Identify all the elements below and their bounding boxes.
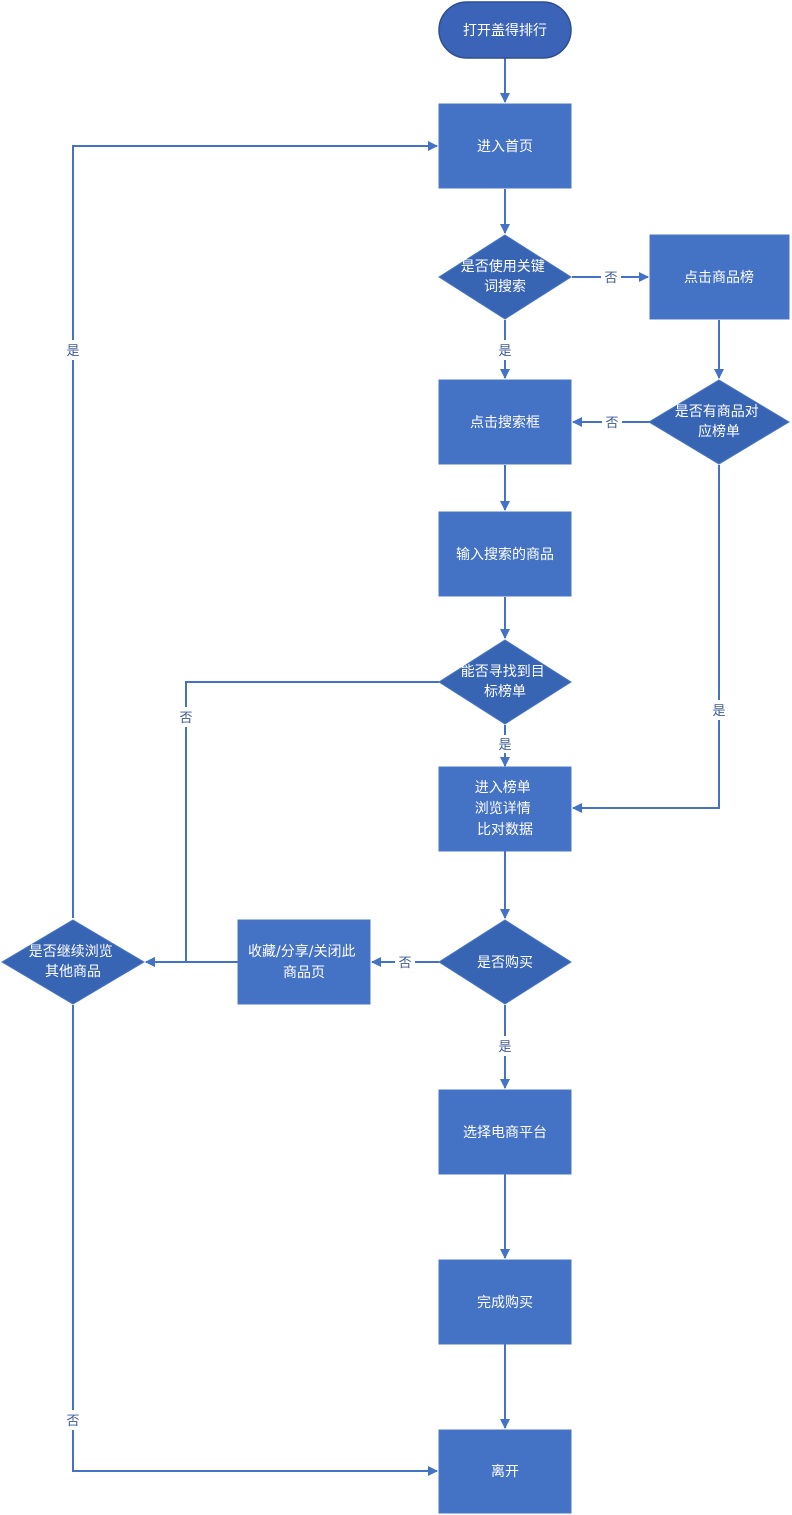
- svg-text:收藏/分享/关闭此 商品页: 收藏/分享/关闭此 商品页: [248, 943, 360, 981]
- svg-text:能否寻找到目 标榜单: 能否寻找到目 标榜单: [461, 664, 549, 700]
- node-input-search: [438, 511, 572, 597]
- node-buy-decision: [438, 919, 572, 1005]
- node-click-search-box-label: 点击搜索框: [470, 414, 540, 431]
- svg-text:是否购买: 是否购买: [477, 955, 533, 971]
- node-complete-purchase: [438, 1259, 572, 1345]
- node-complete-purchase-label: 完成购买: [477, 1295, 533, 1311]
- label-buy-yes: 是: [498, 1040, 511, 1055]
- edge-haslist-yes-to-enterlist: [572, 465, 720, 813]
- node-use-keyword: [438, 234, 572, 320]
- connectors: [72, 58, 724, 1476]
- node-enter-home: [438, 103, 572, 189]
- edge-continue-yes-to-home: [72, 141, 438, 918]
- edge-labels: 否 是 否 是 否 是 否 是 是 否: [63, 267, 729, 1430]
- node-collect-share-close-line2: 商品页: [283, 965, 325, 981]
- svg-text:点击搜索框: 点击搜索框: [470, 414, 540, 431]
- node-click-product-rank: [649, 234, 790, 320]
- node-click-product-rank-label: 点击商品榜: [684, 269, 754, 286]
- label-keyword-no: 否: [604, 271, 617, 286]
- node-continue-browse-line1: 是否继续浏览: [29, 943, 113, 960]
- node-choose-platform-label: 选择电商平台: [463, 1125, 547, 1141]
- node-find-target-list-line2: 标榜单: [484, 683, 526, 700]
- svg-text:离开: 离开: [491, 1463, 519, 1480]
- node-find-target-list: [438, 639, 572, 725]
- node-use-keyword-line2: 词搜索: [484, 278, 526, 295]
- node-open-app-label: 打开盖得排行: [463, 22, 547, 39]
- svg-text:输入搜索的商品: 输入搜索的商品: [456, 546, 554, 563]
- node-has-product-list-line1: 是否有商品对: [675, 404, 759, 420]
- node-enter-list-line2: 浏览详情: [475, 801, 531, 817]
- node-leave: [438, 1429, 572, 1514]
- node-enter-list-line1: 进入榜单: [475, 779, 531, 796]
- label-find-no: 否: [179, 711, 192, 726]
- node-collect-share-close-line1: 收藏/分享/关闭此: [248, 943, 355, 960]
- node-leave-label: 离开: [491, 1463, 519, 1480]
- node-has-product-list: [648, 379, 790, 465]
- edge-continue-no-to-leave: [72, 1005, 438, 1476]
- node-click-search-box: [438, 379, 572, 465]
- node-enter-list-line3: 比对数据: [477, 822, 533, 838]
- svg-text:选择电商平台: 选择电商平台: [463, 1125, 547, 1141]
- node-enter-list: [438, 766, 572, 852]
- svg-text:是否使用关键 词搜索: 是否使用关键 词搜索: [461, 258, 549, 295]
- node-continue-browse: [1, 919, 145, 1005]
- node-buy-decision-label: 是否购买: [477, 955, 533, 971]
- svg-text:进入首页: 进入首页: [477, 139, 533, 155]
- svg-text:点击商品榜: 点击商品榜: [684, 269, 754, 286]
- label-continue-no: 否: [66, 1414, 79, 1429]
- node-open-app: [438, 1, 572, 59]
- node-collect-share-close: [237, 919, 371, 1005]
- svg-text:完成购买: 完成购买: [477, 1295, 533, 1311]
- label-keyword-yes: 是: [498, 344, 511, 359]
- node-use-keyword-line1: 是否使用关键: [461, 258, 545, 275]
- label-haslist-yes: 是: [712, 704, 725, 719]
- label-buy-no: 否: [398, 956, 411, 971]
- svg-text:打开盖得排行: 打开盖得排行: [463, 22, 547, 39]
- node-enter-home-label: 进入首页: [477, 139, 533, 155]
- node-continue-browse-line2: 其他商品: [45, 964, 101, 980]
- node-find-target-list-line1: 能否寻找到目: [461, 664, 545, 680]
- node-has-product-list-line2: 应榜单: [698, 423, 740, 440]
- svg-text:是否有商品对 应榜单: 是否有商品对 应榜单: [675, 404, 763, 440]
- label-find-yes: 是: [498, 738, 511, 753]
- svg-text:是否继续浏览 其他商品: 是否继续浏览 其他商品: [29, 943, 117, 980]
- svg-text:进入榜单 浏览详情 比对数据: 进入榜单 浏览详情 比对数据: [475, 779, 535, 838]
- node-input-search-label: 输入搜索的商品: [456, 546, 554, 563]
- node-choose-platform: [438, 1089, 572, 1175]
- label-continue-yes: 是: [66, 344, 79, 359]
- label-haslist-no: 否: [605, 416, 618, 431]
